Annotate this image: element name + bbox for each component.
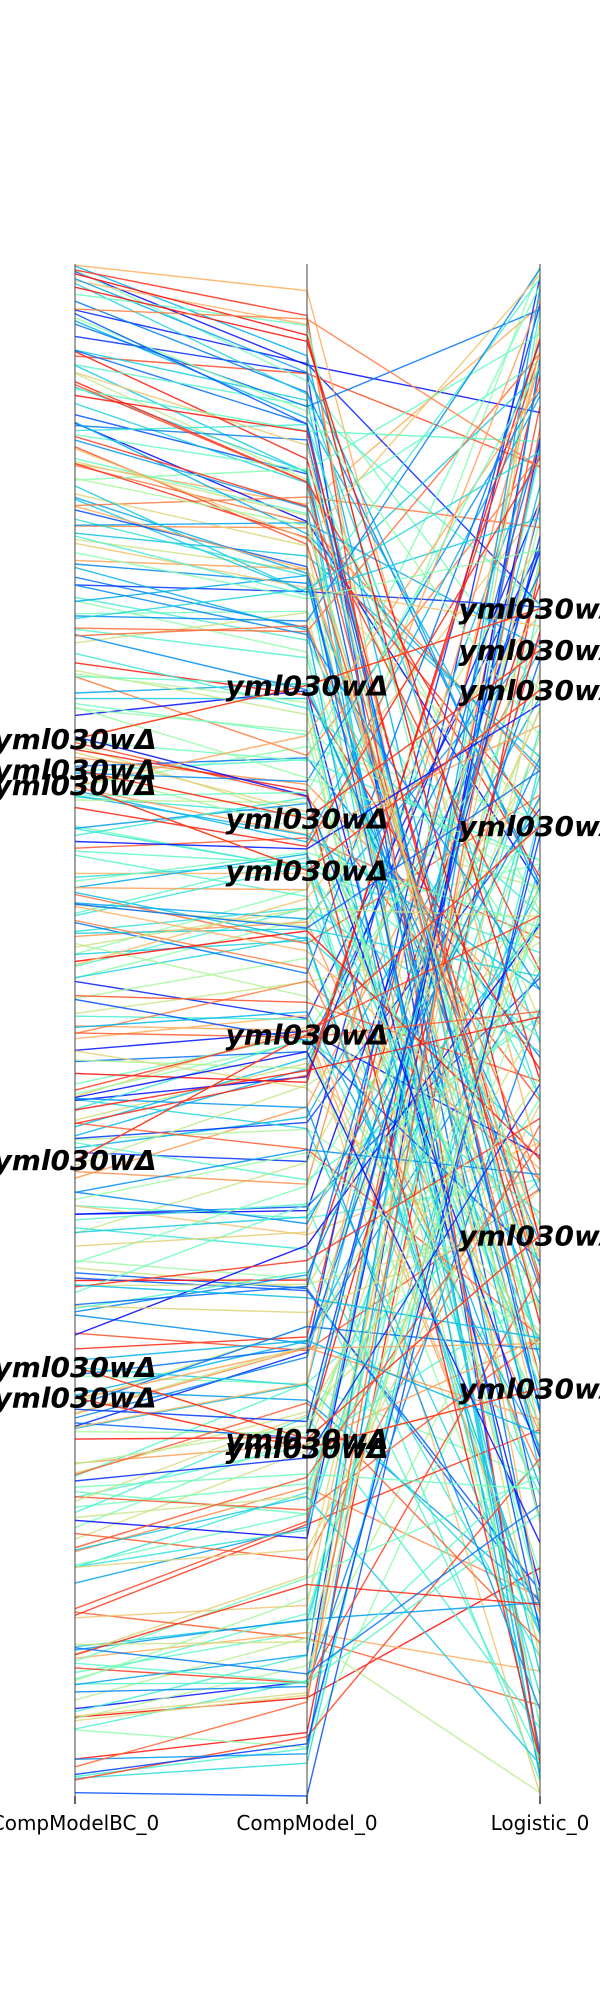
highlight-label: yml030wΔ bbox=[225, 669, 388, 702]
axes-layer: CompModelBC_0 CompModel_0 Logistic_0 bbox=[0, 264, 589, 1835]
highlight-label: yml030wΔ bbox=[0, 1351, 157, 1384]
annotation-layer: yml030wΔyml030wΔyml030wΔyml030wΔyml030wΔ… bbox=[0, 593, 600, 1465]
highlight-label: yml030wΔ bbox=[458, 634, 600, 667]
axis-label: CompModelBC_0 bbox=[0, 1811, 159, 1835]
highlight-label: yml030wΔ bbox=[458, 674, 600, 707]
highlight-label: yml030wΔ bbox=[458, 1219, 600, 1252]
highlight-label: yml030wΔ bbox=[225, 855, 388, 888]
highlight-label: yml030wΔ bbox=[458, 810, 600, 843]
highlight-label: yml030wΔ bbox=[0, 1382, 157, 1415]
highlight-label: yml030wΔ bbox=[0, 1144, 157, 1177]
highlight-label: yml030wΔ bbox=[458, 1373, 600, 1406]
highlight-label: yml030wΔ bbox=[0, 723, 157, 756]
highlight-label: yml030wΔ bbox=[225, 803, 388, 836]
axis-label: CompModel_0 bbox=[236, 1811, 377, 1835]
highlight-label: yml030wΔ bbox=[0, 769, 157, 802]
highlight-label: yml030wΔ bbox=[225, 1019, 388, 1052]
highlight-label: yml030wΔ bbox=[225, 1423, 388, 1456]
highlight-label: yml030wΔ bbox=[225, 1432, 388, 1465]
axis-label: Logistic_0 bbox=[491, 1811, 590, 1835]
highlight-label: yml030wΔ bbox=[0, 754, 157, 787]
highlight-label: yml030wΔ bbox=[458, 593, 600, 626]
